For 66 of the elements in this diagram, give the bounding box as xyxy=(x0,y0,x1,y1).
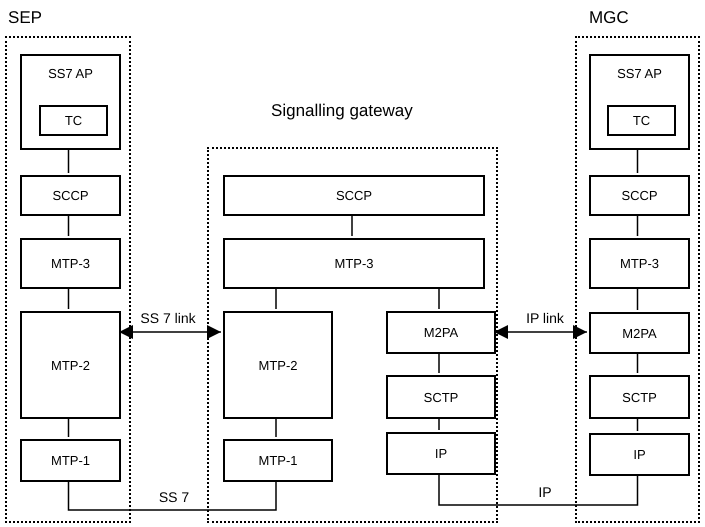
layer-label: IP xyxy=(434,446,448,461)
layer-box xyxy=(589,312,690,354)
layer-box xyxy=(589,54,690,150)
layer-label: SS7 AP xyxy=(616,66,663,81)
connector-line xyxy=(438,352,440,373)
connector-line xyxy=(438,287,440,309)
layer-label: SS7 AP xyxy=(47,66,94,81)
connector-line xyxy=(68,417,70,437)
connector-line xyxy=(636,287,638,310)
layer-box xyxy=(20,439,121,482)
connector-line xyxy=(275,417,277,437)
group-heading: MGC xyxy=(589,8,629,28)
edge-label: SS 7 link xyxy=(140,310,196,326)
connector-line xyxy=(636,352,638,373)
group-heading: SEP xyxy=(8,8,42,28)
layer-box xyxy=(607,105,676,136)
layer-label: MTP-3 xyxy=(334,256,374,271)
connector-line xyxy=(351,214,353,236)
layer-box xyxy=(39,105,108,136)
layer-label: MTP-3 xyxy=(51,256,90,271)
layer-label: M2PA xyxy=(424,325,458,340)
layer-box xyxy=(20,311,121,419)
layer-label: MTP-1 xyxy=(258,453,298,468)
layer-label: MTP-3 xyxy=(620,256,659,271)
layer-label: SCCP xyxy=(621,188,658,203)
connector-line xyxy=(636,214,638,236)
layer-label: MTP-2 xyxy=(258,358,298,372)
layer-box xyxy=(223,238,485,289)
edge-label: SS 7 xyxy=(158,489,190,505)
layer-label: SCTP xyxy=(424,390,458,404)
connector-line xyxy=(68,148,70,173)
layer-box xyxy=(589,433,690,476)
layer-label: M2PA xyxy=(622,326,657,340)
layer-box xyxy=(20,175,121,216)
layer-box xyxy=(223,439,333,482)
double-arrow xyxy=(119,325,221,339)
layer-label: MTP-1 xyxy=(51,453,90,468)
layer-label: TC xyxy=(64,113,82,128)
layer-label: MTP-2 xyxy=(51,358,90,372)
layer-label: IP xyxy=(633,447,646,462)
connector-line xyxy=(438,417,440,430)
layer-label: SCCP xyxy=(52,188,89,203)
connector-line xyxy=(68,214,70,236)
layer-label: SCCP xyxy=(336,188,372,203)
layer-box xyxy=(223,311,333,419)
connector-line xyxy=(636,417,638,431)
layer-box xyxy=(589,375,690,419)
layer-box xyxy=(589,238,690,289)
layer-box xyxy=(386,432,496,475)
layer-box xyxy=(386,375,496,419)
layer-box xyxy=(386,311,496,354)
connector-line xyxy=(275,287,277,309)
connector-line xyxy=(438,473,638,506)
connector-line xyxy=(68,480,277,511)
layer-box xyxy=(589,175,690,216)
double-arrow xyxy=(494,325,587,339)
group-heading: Signalling gateway xyxy=(271,101,413,121)
edge-label: IP link xyxy=(526,310,564,326)
edge-label: IP xyxy=(538,484,552,500)
connector-line xyxy=(68,287,70,309)
layer-box xyxy=(20,54,121,150)
layer-box xyxy=(20,238,121,289)
layer-label: SCTP xyxy=(622,390,657,404)
layer-box xyxy=(223,175,485,216)
connector-line xyxy=(636,148,638,173)
layer-label: TC xyxy=(632,113,650,128)
